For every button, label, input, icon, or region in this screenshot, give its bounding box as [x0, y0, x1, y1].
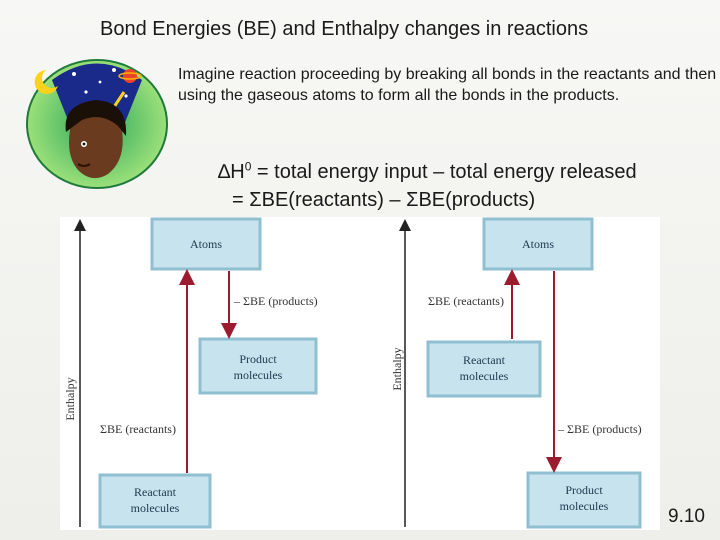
- intro-text: Imagine reaction proceeding by breaking …: [178, 66, 717, 104]
- bond-energy-diagram: Enthalpy Atoms Product molecules Reactan…: [60, 217, 660, 530]
- slide-title: Bond Energies (BE) and Enthalpy changes …: [100, 18, 589, 40]
- equation-line-1-text: = total energy input – total energy rele…: [251, 160, 637, 183]
- left-atoms-label: Atoms: [190, 237, 222, 251]
- right-down-arrow-label: – ΣBE (products): [557, 422, 642, 436]
- left-product-molecules-box: [198, 337, 318, 395]
- right-atoms-label: Atoms: [522, 237, 554, 251]
- right-product-label-2: molecules: [560, 499, 609, 513]
- left-down-arrow-label: – ΣBE (products): [233, 294, 318, 308]
- left-atoms-box: [150, 217, 262, 271]
- left-product-label-1: Product: [239, 352, 277, 366]
- left-reactant-label-2: molecules: [131, 501, 180, 515]
- right-up-arrow-label: ΣBE (reactants): [428, 294, 504, 308]
- left-reactant-label-1: Reactant: [134, 485, 177, 499]
- right-axis-label: Enthalpy: [390, 347, 404, 390]
- right-atoms-box: [482, 217, 594, 271]
- left-up-arrow-label: ΣBE (reactants): [100, 422, 176, 436]
- right-product-label-1: Product: [565, 483, 603, 497]
- right-product-molecules-box: [526, 471, 642, 529]
- equation-line-1: ∆H0 = total energy input – total energy …: [218, 159, 637, 183]
- left-axis-label: Enthalpy: [63, 377, 77, 420]
- right-reactant-label-1: Reactant: [463, 353, 506, 367]
- delta-h-symbol: ∆H: [218, 160, 245, 183]
- enthalpy-equation: ∆H0 = total energy input – total energy …: [218, 152, 637, 214]
- thinking-head-clipart: [22, 52, 172, 197]
- left-reactant-molecules-box: [98, 473, 212, 529]
- right-reactant-molecules-box: [426, 340, 542, 398]
- left-product-label-2: molecules: [234, 368, 283, 382]
- right-reactant-label-2: molecules: [460, 369, 509, 383]
- standard-state-superscript: 0: [244, 159, 252, 173]
- equation-line-2: = ΣBE(reactants) – ΣBE(products): [232, 188, 536, 211]
- slide-number: 9.10: [668, 506, 705, 527]
